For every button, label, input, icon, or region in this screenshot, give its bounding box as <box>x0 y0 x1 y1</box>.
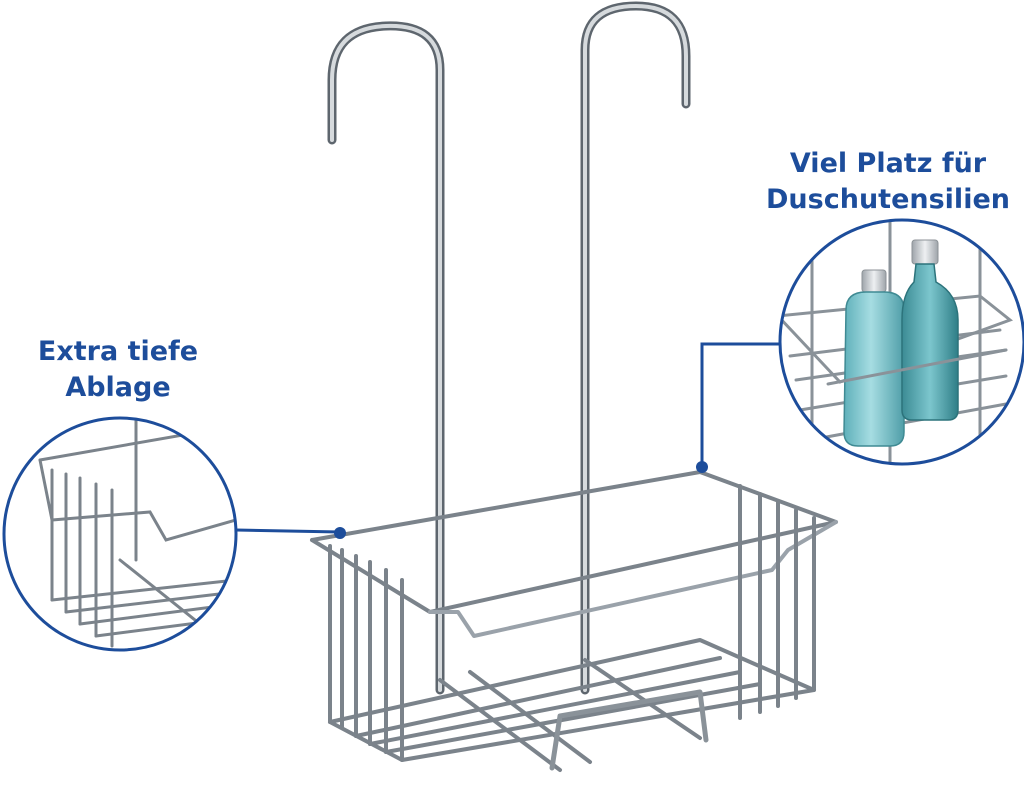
zoom-circle-bottles <box>778 218 1024 466</box>
bottle-teal <box>901 239 959 421</box>
basket <box>310 470 838 772</box>
callout-connectors <box>235 342 780 534</box>
callout-label-space-line2: Duschutensilien <box>766 184 1010 215</box>
callout-dot-left <box>334 527 346 539</box>
callout-label-space: Viel Platz für Duschutensilien <box>752 146 1024 218</box>
callout-label-space-line1: Viel Platz für <box>789 148 987 179</box>
callout-label-deep-shelf: Extra tiefe Ablage <box>10 334 226 406</box>
callout-dot-right <box>696 461 708 473</box>
hook-right <box>580 1 691 695</box>
zoom-circle-basket <box>2 416 238 652</box>
shower-caddy <box>310 1 838 772</box>
bottle-blue <box>843 269 905 447</box>
hook-left <box>327 21 445 695</box>
callout-label-deep-shelf-line2: Ablage <box>65 372 171 403</box>
callout-label-deep-shelf-line1: Extra tiefe <box>37 336 199 367</box>
